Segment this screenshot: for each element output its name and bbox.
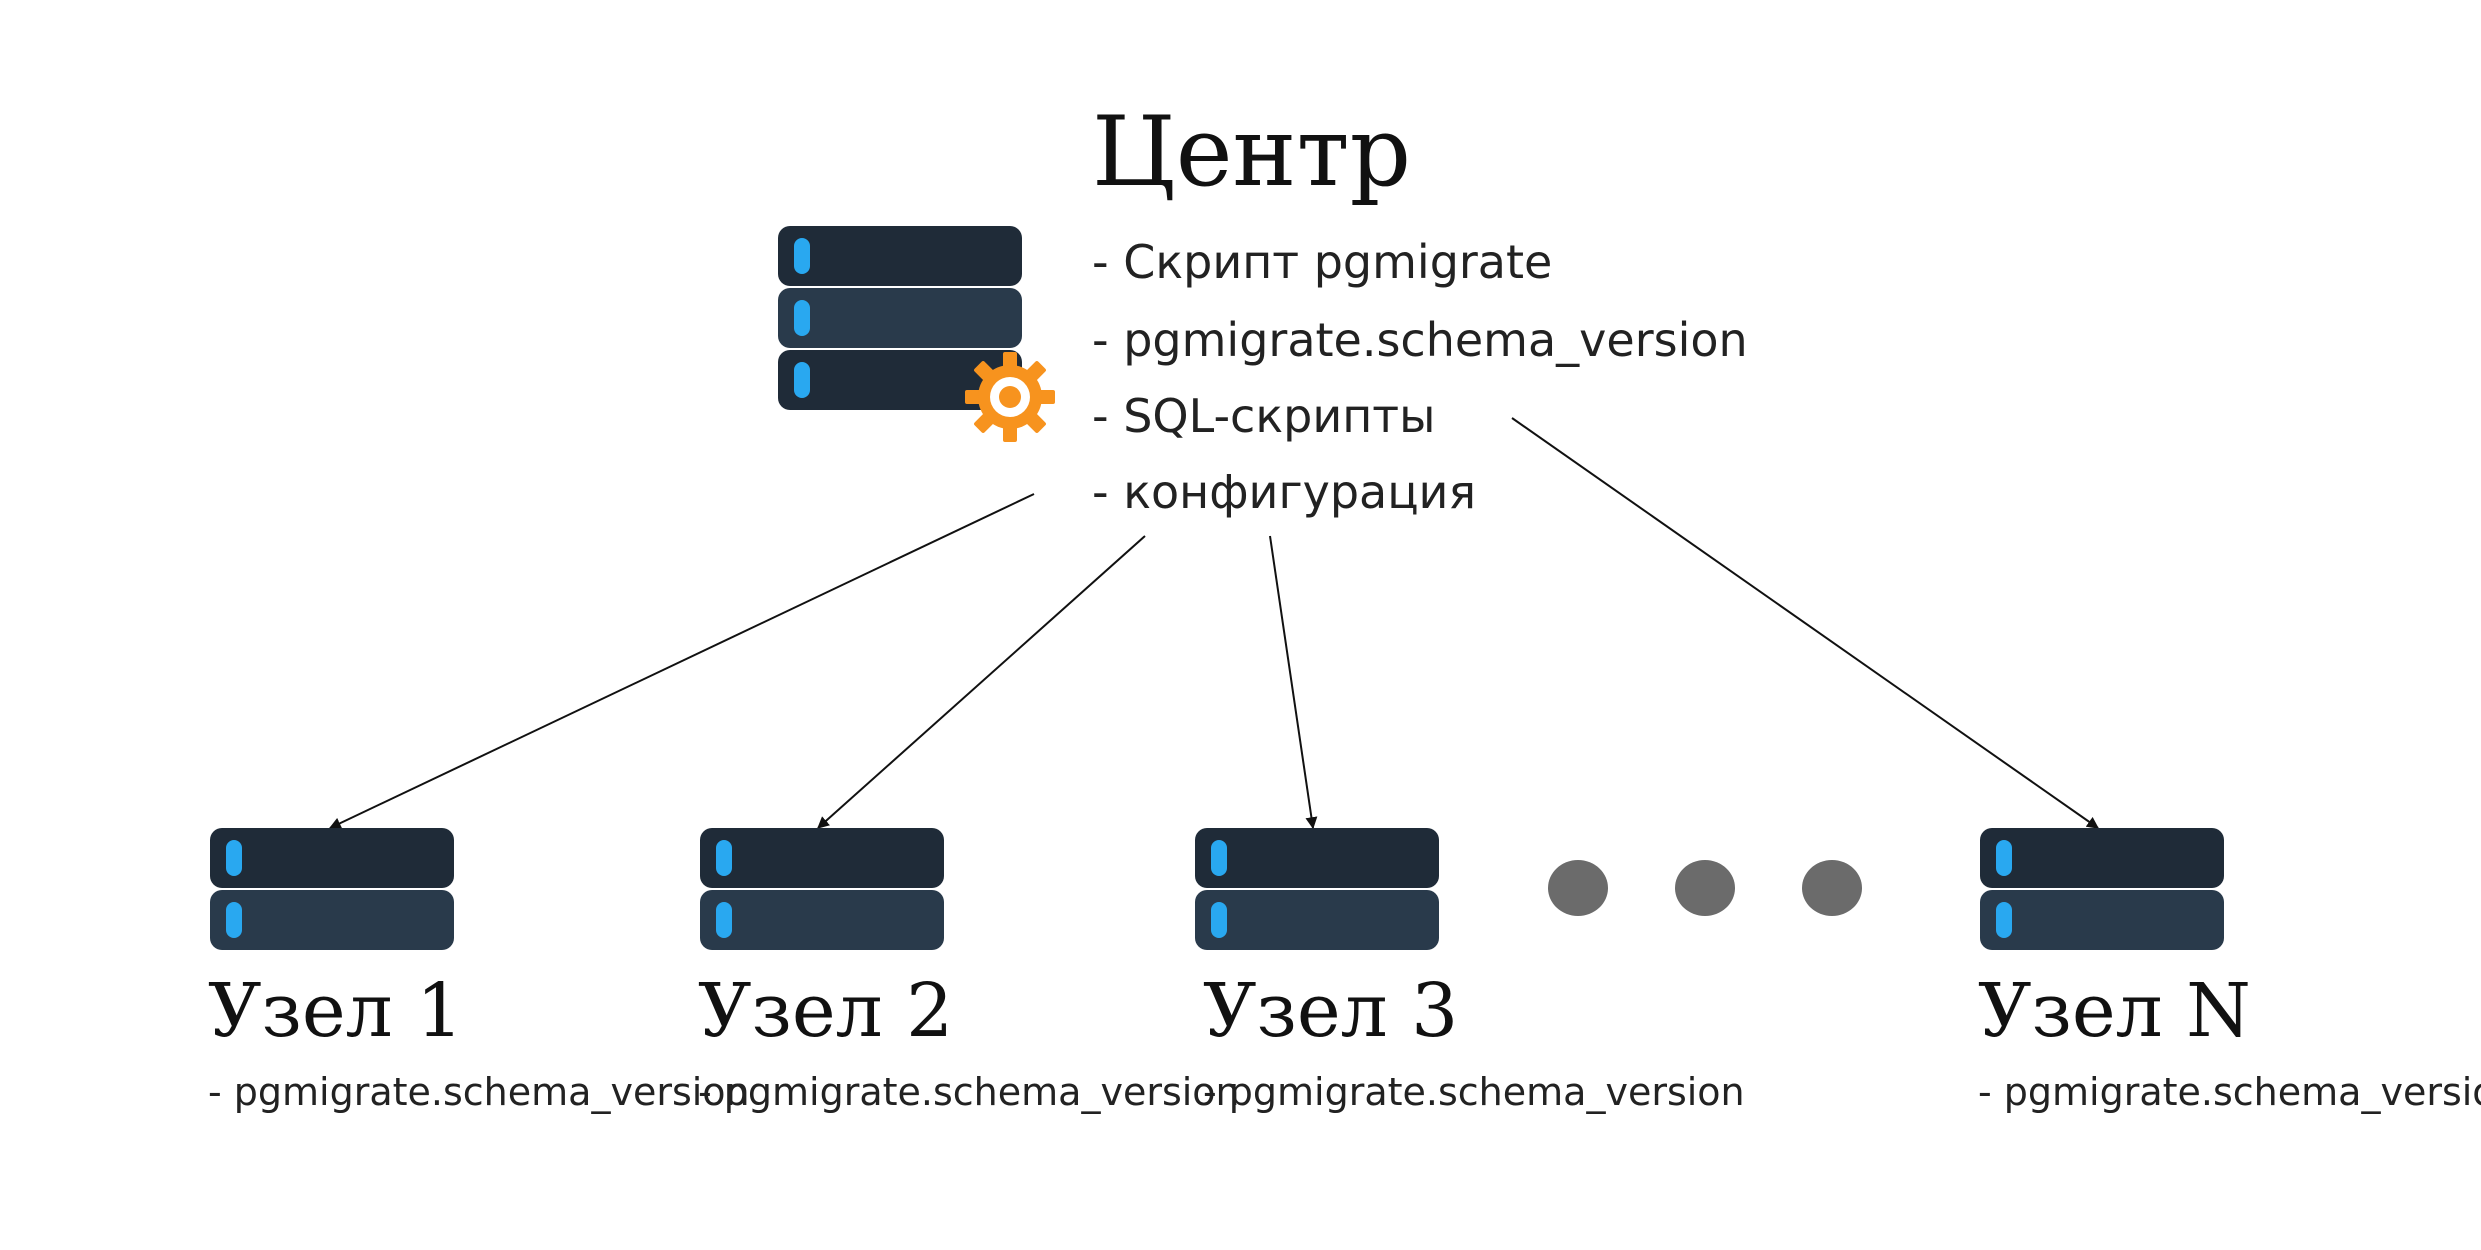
node-detail: - pgmigrate.schema_version [1203,1070,1745,1114]
server-icon [700,828,944,950]
node-detail: - pgmigrate.schema_version [698,1070,1240,1114]
dot [1802,860,1862,916]
node-title: Узел 2 [698,968,953,1054]
center-items-list: - Скрипт pgmigrate - pgmigrate.schema_ve… [1092,235,1748,519]
dot [1675,860,1735,916]
center-server-icon [778,226,1022,410]
arrow-to-node-1 [328,493,1035,829]
node-title: Узел 1 [208,968,463,1054]
arrow-to-node-3 [1269,535,1318,830]
center-item: - Скрипт pgmigrate [1092,235,1552,289]
node-title: Узел 3 [1203,968,1458,1054]
center-title: Центр [1092,96,1411,208]
arrows [328,417,2099,830]
node-1: Узел 1 - pgmigrate.schema_version [208,828,750,1114]
arrow-to-node-2 [817,535,1146,829]
server-icon [1980,828,2224,950]
node-2: Узел 2 - pgmigrate.schema_version [698,828,1240,1114]
center-item: - конфигурация [1092,465,1476,519]
node-detail: - pgmigrate.schema_version [208,1070,750,1114]
gear-icon [965,352,1055,442]
server-icon [210,828,454,950]
node-detail: - pgmigrate.schema_version [1978,1070,2481,1114]
ellipsis-dots [1548,860,1862,916]
dot [1548,860,1608,916]
arrow-to-node-n [1511,417,2099,829]
server-icon [1195,828,1439,950]
center-item: - pgmigrate.schema_version [1092,313,1748,367]
node-3: Узел 3 - pgmigrate.schema_version [1195,828,1745,1114]
node-n: Узел N - pgmigrate.schema_version [1978,828,2481,1114]
node-title: Узел N [1978,968,2251,1054]
center-item: - SQL-скрипты [1092,389,1435,443]
